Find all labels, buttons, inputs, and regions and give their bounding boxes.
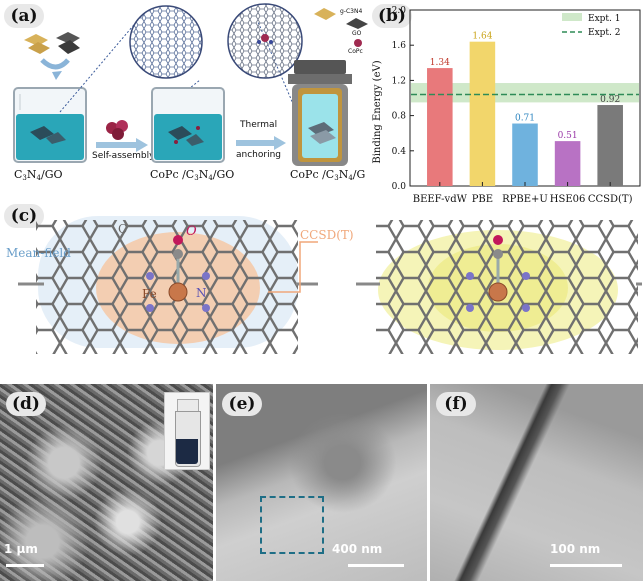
bar	[554, 141, 581, 186]
atom-o-label: O	[186, 224, 197, 239]
mean-field-label: Mean-field	[6, 246, 71, 260]
y-tick-label: 1.2	[392, 76, 406, 86]
legend-expt1-swatch	[562, 13, 582, 21]
x-tick-label: RPBE+U	[502, 194, 548, 205]
scale-bar-label: 400 nm	[332, 542, 383, 556]
bar	[512, 123, 538, 186]
scale-bar-label: 100 nm	[550, 542, 601, 556]
legend-go-icon	[346, 18, 368, 29]
legend-go-label: GO	[352, 30, 362, 37]
binding-energy-chart: Binding Energy (eV) 0.0 0.4 0.8 1.2 1.6 2.0 1.…	[372, 6, 641, 205]
bar	[469, 41, 496, 187]
y-axis-label: Binding Energy (eV)	[372, 60, 383, 163]
scale-bar	[348, 564, 404, 567]
bar-value-label: 1.34	[430, 58, 450, 68]
scale-bar	[550, 564, 622, 567]
panel-c: (c) C O Fe N Mean-field CCSD(T)	[0, 200, 643, 378]
autoclave-icon	[288, 60, 352, 166]
panel-b-tag: (b)	[372, 4, 412, 28]
anchoring-label: anchoring	[236, 150, 281, 160]
legend-gc3n4-label: g-C3N4	[340, 8, 363, 15]
atom-c-label: C	[118, 222, 128, 236]
legend-expt2-label: Expt. 2	[588, 28, 620, 38]
x-tick-label: CCSD(T)	[588, 194, 633, 205]
y-tick-label: 0.4	[392, 147, 407, 157]
legend-copc-label: CoPc	[348, 48, 363, 55]
step3-label: CoPc /C3N4/G	[290, 168, 366, 182]
material-flakes-icon	[24, 32, 80, 54]
beaker-icon	[151, 87, 225, 163]
right-arrow-icon	[236, 136, 286, 150]
step2-label: CoPc /C3N4/GO	[150, 168, 235, 182]
x-tick-label: HSE06	[550, 194, 586, 205]
ccsd-density-structure	[356, 220, 642, 354]
expt1-band	[411, 83, 639, 103]
right-arrow-icon	[96, 138, 148, 152]
atom-fe-label: Fe	[142, 287, 157, 301]
vial-inset	[164, 392, 210, 470]
panel-a: (a) C3N4/GO Self-assembly	[0, 0, 382, 195]
legend-gc3n4-icon	[314, 8, 336, 20]
down-arrow-icon	[40, 58, 70, 80]
x-tick-label: BEEF-vdW	[413, 194, 468, 205]
legend-copc-icon	[354, 39, 362, 47]
panel-a-tag: (a)	[4, 4, 44, 28]
scale-bar	[6, 564, 44, 567]
panel-b: (b) Binding Energy (eV) 0.0 0.4 0.8 1.2 1.6 2…	[370, 0, 643, 210]
panel-d-tag: (d)	[6, 392, 46, 416]
self-assembly-label: Self-assembly	[92, 151, 155, 161]
lattice-zoom-circle	[129, 5, 203, 79]
bar	[597, 105, 623, 186]
beaker-icon	[13, 87, 87, 163]
thermal-label: Thermal	[240, 120, 278, 130]
bar	[427, 68, 453, 186]
panel-f-tem-image: (f) 100 nm	[430, 384, 643, 581]
y-tick-label: 0.8	[392, 112, 407, 122]
step1-label: C3N4/GO	[14, 168, 63, 182]
bar-value-label: 0.71	[515, 114, 535, 124]
panel-e-tag: (e)	[222, 392, 262, 416]
legend-expt1-label: Expt. 1	[588, 14, 620, 24]
panel-f-tag: (f)	[436, 392, 476, 416]
y-tick-label: 2.0	[392, 6, 407, 16]
x-tick-label: PBE	[472, 194, 493, 205]
anchored-zoom-circle	[227, 3, 303, 79]
atom-n-label: N	[196, 286, 207, 300]
panel-e-tem-image: (e) 400 nm	[216, 384, 427, 581]
bar-value-label: 0.51	[558, 131, 578, 141]
scale-bar-label: 1 μm	[4, 542, 38, 556]
bar-value-label: 0.92	[600, 95, 620, 105]
bar-value-label: 1.64	[472, 32, 492, 42]
ccsd-label: CCSD(T)	[300, 228, 354, 242]
region-highlight-box	[260, 496, 324, 554]
mean-field-structure	[18, 216, 318, 354]
panel-d-sem-image: (d) 1 μm	[0, 384, 213, 581]
copc-molecule-icon	[106, 120, 128, 140]
y-tick-label: 0.0	[392, 182, 407, 192]
y-tick-label: 1.6	[392, 41, 407, 51]
